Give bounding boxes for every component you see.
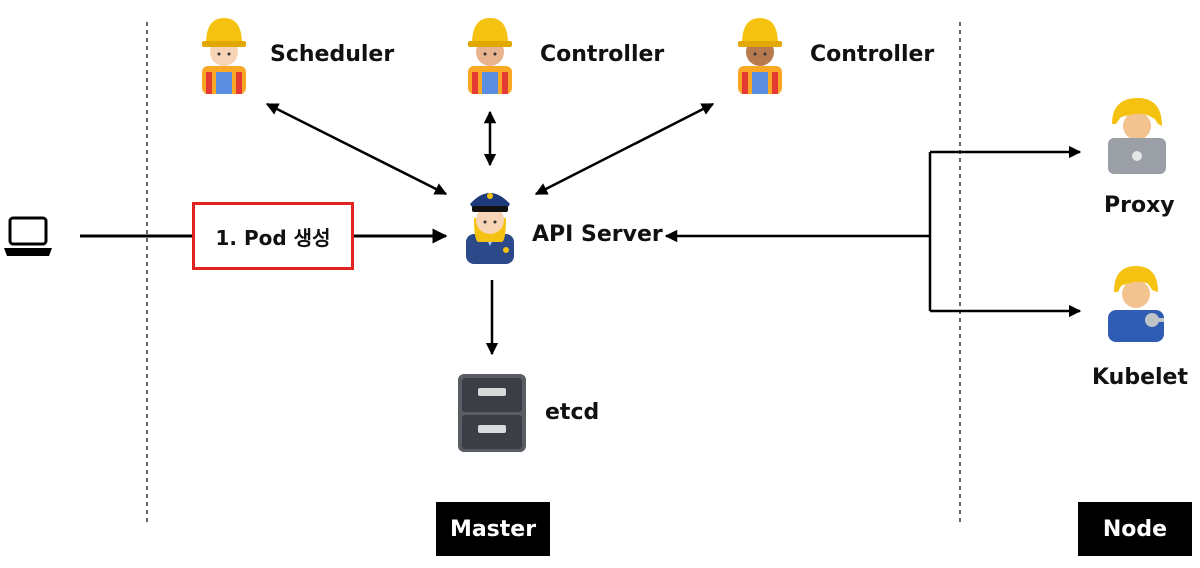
node-region-label: Node [1078,502,1192,556]
mechanic-icon [1108,266,1164,342]
construction-worker-icon [738,18,782,94]
proxy-label: Proxy [1104,193,1175,218]
construction-worker-icon [202,18,246,94]
construction-worker-icon [468,18,512,94]
controller2-api-arrow [534,102,715,196]
controller-label: Controller [540,42,665,67]
api-server-label: API Server [532,222,663,247]
master-region-label: Master [436,502,550,556]
laptop-icon [4,216,52,256]
controller-label-2: Controller [810,42,935,67]
file-cabinet-icon [458,374,526,452]
technologist-icon [1108,98,1166,174]
step-box: 1. Pod 생성 [192,202,354,270]
etcd-label: etcd [545,400,600,425]
scheduler-label: Scheduler [270,42,395,67]
kubelet-label: Kubelet [1092,365,1188,390]
police-officer-icon [466,193,514,264]
scheduler-api-arrow [265,102,448,196]
step-label: 1. Pod 생성 [215,225,331,250]
